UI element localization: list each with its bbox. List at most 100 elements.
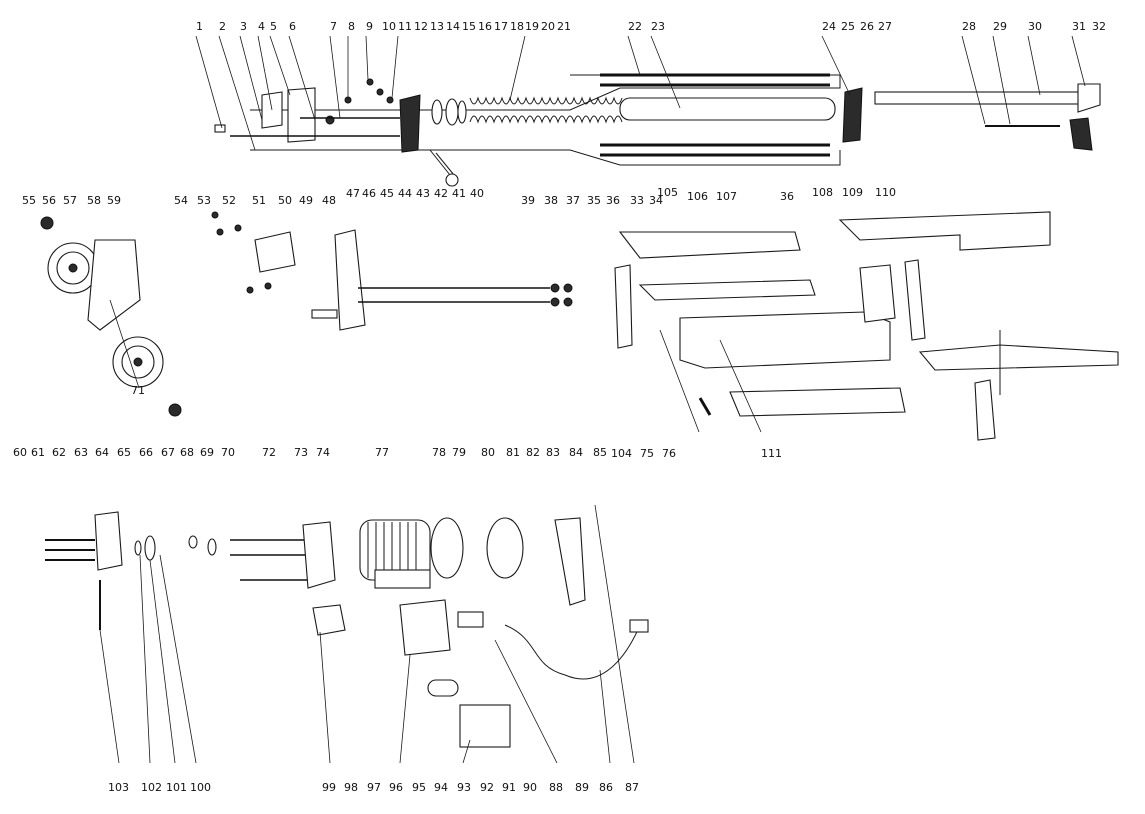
part-label-top-20: 21	[557, 20, 571, 33]
part-label-top-16: 17	[494, 20, 508, 33]
part-label-bottom_row-14: 88	[549, 781, 563, 794]
part-label-mid_bottom-0: 71	[131, 384, 145, 397]
part-label-top-8: 9	[366, 20, 373, 33]
part-label-bottom_row-5: 98	[344, 781, 358, 794]
wheel-assembly	[40, 216, 182, 417]
part-label-top-23: 24	[822, 20, 836, 33]
part-label-top-4: 5	[270, 20, 277, 33]
part-label-row_47_40-6: 41	[452, 187, 466, 200]
part-label-row_35_33-3: 34	[649, 194, 663, 207]
part-label-top-3: 4	[258, 20, 265, 33]
part-label-motor_top-7: 67	[161, 446, 175, 459]
part-label-top-7: 8	[348, 20, 355, 33]
part-label-motor_top-20: 83	[546, 446, 560, 459]
part-label-top-5: 6	[289, 20, 296, 33]
part-label-top-12: 13	[430, 20, 444, 33]
part-label-top-11: 12	[414, 20, 428, 33]
part-label-bottom_row-9: 94	[434, 781, 448, 794]
part-label-wheel-1: 56	[42, 194, 56, 207]
part-label-top_right-1: 106	[687, 190, 708, 203]
part-label-motor_top-17: 80	[481, 446, 495, 459]
part-label-wheel-0: 55	[22, 194, 36, 207]
part-label-row_47_40-3: 44	[398, 187, 412, 200]
support-assembly	[211, 211, 573, 331]
part-label-motor_top-2: 62	[52, 446, 66, 459]
part-label-top-31: 32	[1092, 20, 1106, 33]
part-label-row_47_40-5: 42	[434, 187, 448, 200]
part-label-top-26: 27	[878, 20, 892, 33]
part-label-bottom_row-12: 91	[502, 781, 516, 794]
part-label-motor_top-13: 74	[316, 446, 330, 459]
part-label-motor_top-5: 65	[117, 446, 131, 459]
part-label-motor_top-3: 63	[74, 446, 88, 459]
part-label-bottom_row-7: 96	[389, 781, 403, 794]
part-label-row_54_48-5: 49	[299, 194, 313, 207]
part-label-top-19: 20	[541, 20, 555, 33]
part-label-row_39_37-2: 37	[566, 194, 580, 207]
part-label-motor_top-16: 79	[452, 446, 466, 459]
part-label-bottom_row-2: 101	[166, 781, 187, 794]
part-label-top_right-4: 108	[812, 186, 833, 199]
part-label-top-13: 14	[446, 20, 460, 33]
part-label-row_54_48-6: 48	[322, 194, 336, 207]
part-label-top-24: 25	[841, 20, 855, 33]
part-label-motor_top-4: 64	[95, 446, 109, 459]
part-label-motor_top-21: 84	[569, 446, 583, 459]
part-label-top_right-6: 110	[875, 186, 896, 199]
part-label-row_54_48-0: 54	[174, 194, 188, 207]
part-label-row_54_48-1: 53	[197, 194, 211, 207]
part-label-bottom_row-15: 89	[575, 781, 589, 794]
frame-assembly	[614, 211, 1119, 441]
part-label-top_right-5: 109	[842, 186, 863, 199]
part-label-row_35_33-1: 36	[606, 194, 620, 207]
part-label-top-9: 10	[382, 20, 396, 33]
part-label-row_54_48-2: 52	[222, 194, 236, 207]
part-label-top-25: 26	[860, 20, 874, 33]
part-label-row_54_48-4: 50	[278, 194, 292, 207]
part-label-bottom_row-6: 97	[367, 781, 381, 794]
part-label-top_right-3: 36	[780, 190, 794, 203]
part-label-motor_top-12: 73	[294, 446, 308, 459]
part-label-motor_top-10: 70	[221, 446, 235, 459]
part-label-motor_top-9: 69	[200, 446, 214, 459]
part-label-top_right-0: 105	[657, 186, 678, 199]
part-label-bottom_row-11: 92	[480, 781, 494, 794]
part-label-motor_top-18: 81	[506, 446, 520, 459]
part-label-row_47_40-7: 40	[470, 187, 484, 200]
part-label-motor_top-1: 61	[31, 446, 45, 459]
part-label-motor_top-6: 66	[139, 446, 153, 459]
part-label-top-30: 31	[1072, 20, 1086, 33]
part-label-row_47_40-1: 46	[362, 187, 376, 200]
part-label-bottom_row-3: 100	[190, 781, 211, 794]
part-label-motor_top-0: 60	[13, 446, 27, 459]
part-label-wheel-2: 57	[63, 194, 77, 207]
part-label-motor_top-15: 78	[432, 446, 446, 459]
part-label-motor_top-8: 68	[180, 446, 194, 459]
part-label-row_39_37-0: 39	[521, 194, 535, 207]
part-label-top-17: 18	[510, 20, 524, 33]
part-label-mid_bottom-1: 104	[611, 447, 632, 460]
part-label-top-2: 3	[240, 20, 247, 33]
part-label-row_35_33-2: 33	[630, 194, 644, 207]
motor-assembly	[45, 511, 649, 748]
part-label-top-28: 29	[993, 20, 1007, 33]
part-label-mid_bottom-2: 75	[640, 447, 654, 460]
part-label-row_47_40-2: 45	[380, 187, 394, 200]
part-label-mid_bottom-4: 111	[761, 447, 782, 460]
ram-assembly	[214, 73, 1101, 187]
part-label-top-21: 22	[628, 20, 642, 33]
part-label-top-29: 30	[1028, 20, 1042, 33]
part-label-top-18: 19	[525, 20, 539, 33]
part-label-motor_top-14: 77	[375, 446, 389, 459]
part-label-top-22: 23	[651, 20, 665, 33]
part-label-wheel-4: 59	[107, 194, 121, 207]
part-label-top-1: 2	[219, 20, 226, 33]
part-label-row_39_37-1: 38	[544, 194, 558, 207]
part-label-top-0: 1	[196, 20, 203, 33]
part-label-top-14: 15	[462, 20, 476, 33]
part-label-motor_top-19: 82	[526, 446, 540, 459]
part-label-row_35_33-0: 35	[587, 194, 601, 207]
part-label-top_right-2: 107	[716, 190, 737, 203]
